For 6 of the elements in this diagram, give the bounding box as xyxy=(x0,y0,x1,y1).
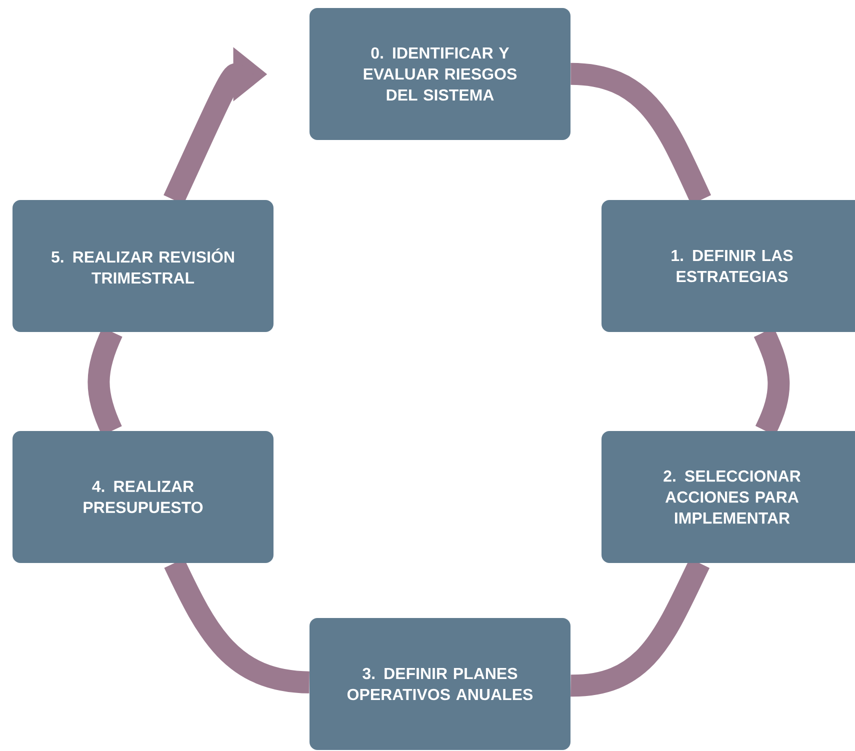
step-box: 5. REALIZAR REVISIÓN TRIMESTRAL xyxy=(12,200,274,332)
step-box: 1. DEFINIR LAS ESTRATEGIAS xyxy=(602,200,855,332)
step-box: 2. SELECCIONAR ACCIONES PARA IMPLEMENTAR xyxy=(602,430,855,563)
step-box: 3. DEFINIR PLANES OPERATIVOS ANUALES xyxy=(310,618,570,750)
step-box: 4. REALIZAR PRESUPUESTO xyxy=(12,430,274,563)
step-box: 0. IDENTIFICAR Y EVALUAR RIESGOS DEL SISTEMA xyxy=(310,8,570,140)
